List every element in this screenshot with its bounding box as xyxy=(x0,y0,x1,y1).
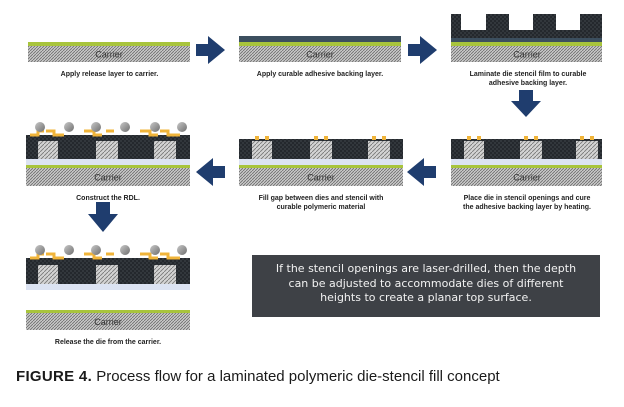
step-3-caption: Laminate die stencil film to curable adh… xyxy=(469,71,587,87)
die-pad xyxy=(255,136,259,140)
step-7-caption: Release the die from the carrier. xyxy=(54,339,162,346)
adhesive-layer xyxy=(239,36,401,42)
die-pad xyxy=(372,136,376,140)
carrier-label: Carrier xyxy=(307,173,335,183)
step-1-caption: Apply release layer to carrier. xyxy=(60,71,159,78)
die-pad xyxy=(324,136,328,140)
arrow-left-icon xyxy=(196,158,225,186)
carrier-label: Carrier xyxy=(94,317,122,327)
adhesive-layer xyxy=(239,159,403,165)
figure-caption: FIGURE 4. Process flow for a laminated p… xyxy=(16,368,616,385)
carrier xyxy=(239,168,403,186)
step-6-caption: Construct the RDL. xyxy=(76,195,140,202)
rdl-traces xyxy=(30,252,180,260)
arrow-right-icon xyxy=(196,36,225,64)
arrow-left-icon xyxy=(407,158,436,186)
die-pad xyxy=(580,136,584,140)
step-5-caption: Fill gap between dies and stencil with c… xyxy=(258,195,384,211)
release-layer xyxy=(28,42,190,46)
step-2-stack: Carrier xyxy=(239,36,401,62)
die xyxy=(38,141,58,159)
rdl-traces xyxy=(30,129,180,137)
adhesive-layer xyxy=(26,284,190,290)
carrier-label: Carrier xyxy=(513,173,541,183)
solder-ball xyxy=(120,245,130,255)
step-4-stack: Carrier xyxy=(451,136,602,186)
carrier xyxy=(28,46,190,62)
die-pad xyxy=(467,136,471,140)
die xyxy=(154,265,176,284)
solder-ball xyxy=(177,122,187,132)
carrier xyxy=(26,168,190,186)
step-4-caption: Place die in stencil openings and cure t… xyxy=(463,195,591,211)
step-3-stack: Carrier xyxy=(451,14,602,62)
die-pad xyxy=(382,136,386,140)
release-layer xyxy=(26,310,190,313)
step-5-stack: Carrier xyxy=(239,136,403,186)
carrier xyxy=(451,46,602,62)
die-pad xyxy=(524,136,528,140)
figure-caption-label: FIGURE 4. xyxy=(16,368,93,385)
step-7-stack: Carrier xyxy=(26,245,190,330)
solder-ball xyxy=(64,122,74,132)
adhesive-layer xyxy=(26,159,190,165)
carrier-label: Carrier xyxy=(95,50,123,60)
die xyxy=(96,265,118,284)
solder-ball xyxy=(120,122,130,132)
arrow-right-icon xyxy=(408,36,437,64)
laser-drill-note: If the stencil openings are laser-drille… xyxy=(252,255,600,317)
step-2-caption: Apply curable adhesive backing layer. xyxy=(256,71,384,78)
release-layer xyxy=(451,165,602,168)
die-pad xyxy=(265,136,269,140)
solder-ball xyxy=(64,245,74,255)
solder-ball xyxy=(35,245,45,255)
die xyxy=(368,141,390,159)
carrier-label: Carrier xyxy=(306,50,334,60)
carrier xyxy=(26,313,190,330)
solder-ball xyxy=(177,245,187,255)
solder-ball xyxy=(150,122,160,132)
solder-ball xyxy=(150,245,160,255)
arrow-down-icon xyxy=(88,202,118,232)
solder-ball xyxy=(35,122,45,132)
die xyxy=(96,141,118,159)
step-1-stack: Carrier xyxy=(28,42,190,62)
stencil-base xyxy=(451,30,602,38)
carrier-label: Carrier xyxy=(94,173,122,183)
carrier xyxy=(451,168,602,186)
adhesive-layer xyxy=(451,159,602,165)
die-pad xyxy=(314,136,318,140)
die xyxy=(38,265,58,284)
release-layer xyxy=(451,42,602,46)
die xyxy=(464,141,484,159)
release-layer xyxy=(239,165,403,168)
figure-caption-text: Process flow for a laminated polymeric d… xyxy=(96,368,500,385)
die xyxy=(252,141,272,159)
die xyxy=(310,141,332,159)
step-6-stack: Carrier xyxy=(26,122,190,186)
die xyxy=(154,141,176,159)
die xyxy=(520,141,542,159)
arrow-down-icon xyxy=(511,90,541,117)
die-pad xyxy=(534,136,538,140)
die-pad xyxy=(590,136,594,140)
release-layer xyxy=(26,165,190,168)
die-pad xyxy=(477,136,481,140)
adhesive-layer xyxy=(451,38,602,42)
solder-ball xyxy=(91,122,101,132)
die xyxy=(576,141,598,159)
carrier-label: Carrier xyxy=(513,50,541,60)
release-layer xyxy=(239,42,401,46)
solder-ball xyxy=(91,245,101,255)
carrier xyxy=(239,46,401,62)
stencil-segment xyxy=(451,14,461,38)
